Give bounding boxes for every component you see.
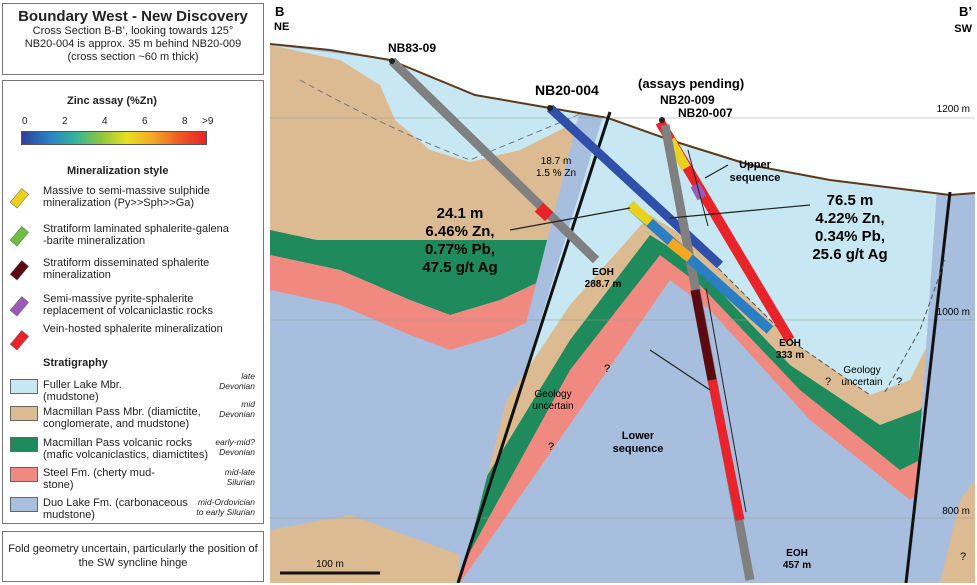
- hole-label-assays-pending: (assays pending): [638, 76, 744, 91]
- stratigraphy-item-4: Steel Fm. (cherty mud-stone): [43, 467, 155, 491]
- subtitle-line-1: Cross Section B-B’, looking towards 125°: [32, 25, 234, 37]
- zinc-tick: 0: [22, 116, 28, 127]
- stratigraphy-item-3: Macmillan Pass volcanic rocks(mafic volc…: [43, 437, 209, 461]
- scale-label: 100 m: [316, 559, 344, 570]
- upper-sequence-2: sequence: [730, 172, 781, 184]
- intercept-a-3: 0.77% Pb,: [425, 241, 495, 258]
- drillhole-nb83-09: [388, 57, 600, 264]
- left-volcanic: [270, 228, 608, 292]
- stratigraphy-title: Stratigraphy: [43, 357, 108, 369]
- intercept-b-4: 25.6 g/t Ag: [812, 246, 887, 263]
- hole-label-nb20-007: NB20-007: [678, 106, 733, 120]
- geology-uncertain-1b: uncertain: [532, 401, 573, 412]
- eoh-label-3b: 457 m: [783, 560, 811, 571]
- intercept-b-2: 4.22% Zn,: [815, 210, 884, 227]
- drillhole-nb20-004: [546, 104, 724, 269]
- hole-label-nb20-004: NB20-004: [535, 82, 599, 98]
- stratiform-disseminated-swatch: [9, 260, 29, 281]
- subtitle-line-2: NB20-004 is approx. 35 m behind NB20-009: [24, 38, 242, 50]
- intercept-a-1: 24.1 m: [437, 205, 484, 222]
- massive-sulphide-swatch: [9, 188, 29, 209]
- cross-section: 100 m B NE B’ SW 1200 m 1000 m 800 m NB8…: [270, 0, 975, 583]
- hole-label-nb20-009: NB20-009: [660, 93, 715, 107]
- legend-panel: Zinc assay (%Zn) 0 2 4 6 8 >9 Mineraliza…: [2, 80, 264, 524]
- topography: [270, 43, 975, 197]
- upper-sequence-1: Upper: [739, 159, 772, 171]
- sky: [270, 0, 975, 195]
- section-end-left: B: [275, 4, 284, 19]
- intercept-a-2: 6.46% Zn,: [425, 223, 494, 240]
- zinc-color-bar: [21, 131, 207, 145]
- lower-sequence-1: Lower: [622, 430, 655, 442]
- question-mark: ?: [960, 551, 966, 563]
- fault-left: [456, 111, 612, 583]
- title-panel: Boundary West - New Discovery Cross Sect…: [2, 3, 264, 75]
- intercept-small-2: 1.5 % Zn: [536, 168, 576, 179]
- page-title: Boundary West - New Discovery: [18, 8, 248, 25]
- mineralization-swatches: [9, 188, 29, 351]
- intercept-b-1: 76.5 m: [827, 192, 874, 209]
- elevation-label: 1000 m: [937, 307, 970, 318]
- zinc-tick: 6: [142, 116, 148, 127]
- intercept-small-1: 18.7 m: [541, 156, 572, 167]
- right-macmillan-fold: [940, 480, 975, 583]
- stratiform-laminated-swatch: [9, 226, 29, 247]
- elevation-label: 800 m: [942, 506, 970, 517]
- replacement-volcaniclastic-swatch: [9, 296, 29, 317]
- geology-uncertain-1: Geology: [534, 389, 571, 400]
- duo-lake-swatch: [10, 497, 38, 512]
- zinc-assay-title: Zinc assay (%Zn): [67, 95, 157, 107]
- left-bottom-fold: [270, 515, 460, 583]
- zinc-tick: 4: [102, 116, 108, 127]
- question-mark: ?: [825, 376, 831, 388]
- section-dir-right: SW: [954, 23, 972, 35]
- note-line-1: Fold geometry uncertain, particularly th…: [8, 543, 258, 555]
- vein-hosted-swatch: [9, 330, 29, 351]
- section-dir-left: NE: [274, 21, 289, 33]
- question-mark: ?: [604, 363, 610, 375]
- section-end-right: B’: [959, 4, 972, 19]
- hole-label-nb83-09: NB83-09: [388, 41, 436, 55]
- stratigraphy-item-1: Fuller Lake Mbr.(mudstone): [43, 379, 122, 403]
- fuller-lake-swatch: [10, 379, 38, 394]
- eoh-label-2b: 333 m: [776, 350, 804, 361]
- center-duo-lake: [460, 280, 950, 583]
- mineralization-item-5: Vein-hosted sphalerite mineralization: [43, 323, 223, 335]
- intercept-b-3: 0.34% Pb,: [815, 228, 885, 245]
- mineralization-title: Mineralization style: [67, 165, 169, 177]
- age-label: early-mid?Devonian: [215, 437, 255, 457]
- zinc-tick: 8: [182, 116, 188, 127]
- geology-uncertain-2b: uncertain: [841, 377, 882, 388]
- steel-fm-swatch: [10, 467, 38, 482]
- eoh-label-1: EOH: [592, 267, 614, 278]
- drillhole-nb20-009-lower: [626, 201, 774, 334]
- question-mark: ?: [896, 376, 902, 388]
- zinc-tick: >9: [202, 116, 214, 127]
- intercept-a-4: 47.5 g/t Ag: [422, 259, 497, 276]
- eoh-label-1b: 288.7 m: [585, 279, 622, 290]
- note-panel: Fold geometry uncertain, particularly th…: [2, 531, 264, 582]
- macmillan-pass-mbr-swatch: [10, 406, 38, 421]
- elevation-label: 1200 m: [937, 104, 970, 115]
- eoh-label-3: EOH: [786, 548, 808, 559]
- note-line-2: the SW syncline hinge: [78, 557, 188, 569]
- question-mark: ?: [548, 441, 554, 453]
- geology-uncertain-2: Geology: [843, 365, 880, 376]
- eoh-label-2: EOH: [779, 338, 801, 349]
- mineralization-item-2: Stratiform laminated sphalerite-galena-b…: [43, 223, 229, 247]
- stratigraphy-item-2: Macmillan Pass Mbr. (diamictite,conglome…: [43, 406, 201, 430]
- fault-right: [904, 191, 952, 583]
- subtitle-line-3: (cross section ~60 m thick): [67, 51, 199, 63]
- lower-sequence-2: sequence: [613, 443, 664, 455]
- zinc-tick: 2: [62, 116, 68, 127]
- macmillan-volcanic-swatch: [10, 437, 38, 452]
